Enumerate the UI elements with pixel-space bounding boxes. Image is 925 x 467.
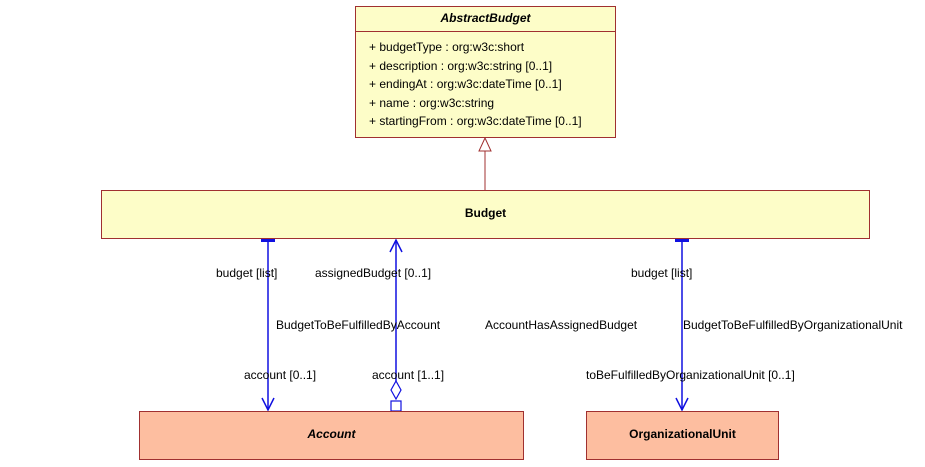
class-abstractbudget-attributes: + budgetType : org:w3c:short + descripti… [356,32,615,131]
association-budget-to-account [261,238,275,412]
class-organizationalunit[interactable]: OrganizationalUnit [586,411,779,460]
association-name-account-assigned-budget: AccountHasAssignedBudget [485,318,638,332]
class-organizationalunit-title: OrganizationalUnit [629,427,736,441]
generalization-budget-abstractbudget [478,136,492,190]
attribute-startingfrom: + startingFrom : org:w3c:dateTime [0..1] [369,114,582,129]
class-account-title: Account [307,427,356,441]
class-budget-title: Budget [464,206,507,220]
association-budget-to-org-unit [675,238,689,412]
class-budget[interactable]: Budget [101,190,870,239]
attribute-endingat: + endingAt : org:w3c:dateTime [0..1] [369,77,562,92]
role-label-assigned-budget: assignedBudget [0..1] [315,266,432,280]
association-account-assigned-budget [389,238,403,412]
attribute-description: + description : org:w3c:string [0..1] [369,58,553,73]
attribute-name: + name : org:w3c:string [369,95,495,110]
role-label-account-right: account [1..1] [372,368,445,382]
role-label-budget-left: budget [list] [216,266,278,280]
class-abstractbudget[interactable]: AbstractBudget + budgetType : org:w3c:sh… [355,6,616,138]
class-account[interactable]: Account [139,411,524,460]
role-label-budget-right: budget [list] [631,266,693,280]
class-abstractbudget-title: AbstractBudget [356,7,615,32]
role-label-account-left: account [0..1] [244,368,317,382]
role-label-to-be-fulfilled-by-org-unit: toBeFulfilledByOrganizationalUnit [0..1] [586,368,795,382]
association-name-budget-to-account: BudgetToBeFulfilledByAccount [276,318,441,332]
attribute-budgettype: + budgetType : org:w3c:short [369,40,525,54]
association-name-budget-to-org-unit: BudgetToBeFulfilledByOrganizationalUnit [683,318,903,332]
